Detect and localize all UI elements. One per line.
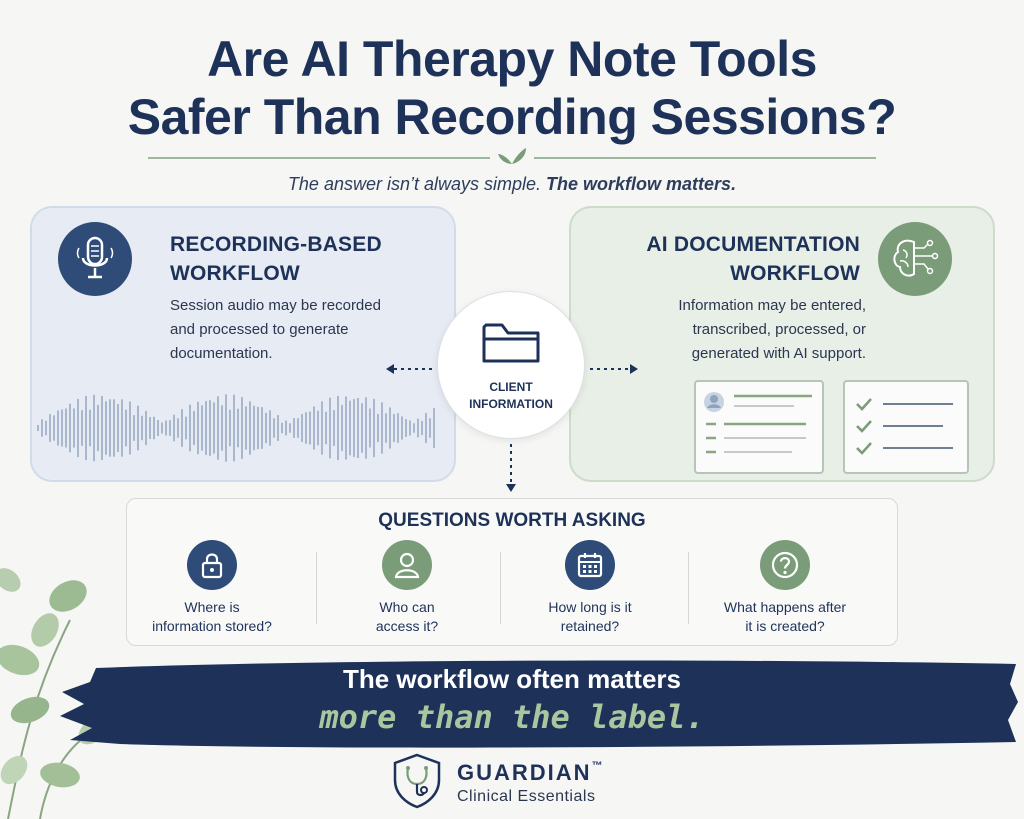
- tagline-regular: The answer isn’t always simple.: [287, 174, 542, 194]
- question-item-access: Who can access it?: [322, 540, 492, 636]
- arrow-left-icon: [386, 364, 434, 374]
- arrow-right-icon: [590, 364, 638, 374]
- recording-workflow-description: Session audio may be recorded and proces…: [170, 294, 381, 366]
- ai-heading-line1: AI DOCUMENTATION: [646, 233, 860, 256]
- question-separator: [500, 552, 501, 624]
- client-label-line2: INFORMATION: [469, 397, 553, 411]
- shield-stethoscope-icon: [393, 753, 441, 809]
- question-separator: [688, 552, 689, 624]
- question-access-line1: Who can: [379, 599, 435, 615]
- sprout-icon: [498, 148, 526, 164]
- title-divider-left: [148, 157, 490, 159]
- ai-text-line1: Information may be entered,: [678, 297, 866, 314]
- document-card-icon: [694, 380, 824, 474]
- client-information-label: CLIENT INFORMATION: [469, 379, 553, 413]
- question-icon: [760, 540, 810, 590]
- ai-heading-line2: WORKFLOW: [730, 262, 860, 285]
- checklist-card-icon: [843, 380, 969, 474]
- trademark-symbol: ™: [591, 760, 603, 772]
- lock-icon: [187, 540, 237, 590]
- question-storage-line2: information stored?: [152, 618, 272, 634]
- question-item-retention: How long is it retained?: [505, 540, 675, 636]
- brand-name-text: GUARDIAN: [457, 760, 592, 785]
- question-after-line1: What happens after: [723, 599, 847, 615]
- question-retention-line2: retained?: [560, 618, 620, 634]
- audio-waveform: [37, 394, 435, 462]
- person-icon: [382, 540, 432, 590]
- recording-text-line1: Session audio may be recorded: [170, 297, 381, 314]
- page-title-line1: Are AI Therapy Note Tools: [207, 31, 817, 87]
- questions-heading: QUESTIONS WORTH ASKING: [378, 510, 646, 531]
- client-information-node: CLIENT INFORMATION: [437, 291, 585, 439]
- microphone-icon: [58, 222, 132, 296]
- ai-documentation-description: Information may be entered, transcribed,…: [600, 294, 866, 366]
- brand-name: GUARDIAN™: [457, 760, 603, 786]
- arrow-down-icon: [506, 444, 516, 492]
- question-retention-line1: How long is it: [548, 599, 632, 615]
- folder-icon: [482, 323, 540, 363]
- tagline: The answer isn’t always simple. The work…: [0, 174, 1024, 195]
- recording-text-line3: documentation.: [170, 345, 273, 362]
- question-label-access: Who can access it?: [322, 598, 492, 636]
- calendar-icon: [565, 540, 615, 590]
- banner-line1: The workflow often matters: [342, 664, 682, 694]
- brand-subtitle: Clinical Essentials: [457, 788, 596, 805]
- ai-documentation-heading: AI DOCUMENTATION WORKFLOW: [600, 230, 860, 288]
- question-item-storage: Where is information stored?: [127, 540, 297, 636]
- brain-circuit-icon: [878, 222, 952, 296]
- ai-text-line2: transcribed, processed, or: [692, 321, 866, 338]
- recording-heading-line2: WORKFLOW: [170, 262, 300, 285]
- recording-heading-line1: RECORDING-BASED: [170, 233, 382, 256]
- title-divider-right: [534, 157, 876, 159]
- ai-text-line3: generated with AI support.: [691, 345, 866, 362]
- banner-line2: more than the label.: [0, 698, 1024, 736]
- question-storage-line1: Where is: [184, 599, 240, 615]
- client-label-line1: CLIENT: [489, 380, 533, 394]
- banner-highlight: more than the label.: [319, 698, 705, 736]
- page-title-line2: Safer Than Recording Sessions?: [127, 89, 897, 145]
- question-separator: [316, 552, 317, 624]
- question-after-line2: it is created?: [745, 618, 825, 634]
- question-label-retention: How long is it retained?: [505, 598, 675, 636]
- tagline-bold: The workflow matters.: [546, 174, 737, 194]
- question-label-storage: Where is information stored?: [127, 598, 297, 636]
- question-access-line2: access it?: [375, 618, 439, 634]
- recording-workflow-heading: RECORDING-BASED WORKFLOW: [170, 230, 382, 288]
- recording-text-line2: and processed to generate: [170, 321, 349, 338]
- question-label-after-creation: What happens after it is created?: [700, 598, 870, 636]
- banner-background: [60, 660, 1018, 748]
- question-item-after-creation: What happens after it is created?: [700, 540, 870, 636]
